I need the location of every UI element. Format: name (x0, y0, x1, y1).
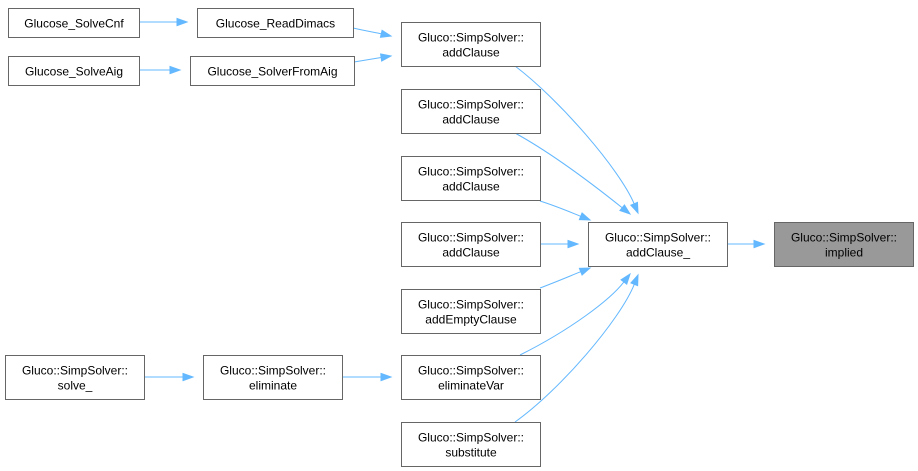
node-label-line: Gluco::SimpSolver:: (418, 431, 524, 445)
node-label-line: substitute (445, 446, 497, 460)
edge-add_clause_-to-implied (727, 239, 766, 249)
node-label-line: Glucose_SolverFromAig (207, 65, 337, 79)
edge-arrowhead (630, 273, 639, 287)
edge-add_empty_clause-to-add_clause_ (539, 267, 592, 289)
edge-arrowhead (567, 239, 580, 249)
edge-line (514, 284, 635, 423)
edge-line (514, 132, 623, 209)
node-box (8, 8, 140, 38)
node-label-line: addClause_ (626, 246, 690, 260)
edge-add_clause_4-to-add_clause_ (540, 239, 580, 249)
node-label-line: Gluco::SimpSolver:: (22, 364, 128, 378)
edge-line (353, 57, 382, 63)
node-box (401, 156, 541, 201)
edge-arrowhead (578, 212, 592, 221)
node-add-clause-3[interactable]: Gluco::SimpSolver::addClause (401, 156, 541, 201)
node-box (401, 355, 541, 400)
node-label-line: implied (825, 246, 863, 260)
node-label-line: Gluco::SimpSolver:: (418, 98, 524, 112)
node-box (5, 355, 145, 400)
edge-arrowhead (182, 372, 195, 382)
edge-arrowhead (169, 65, 182, 75)
edge-arrowhead (379, 53, 393, 62)
node-layer: Glucose_SolveCnf Glucose_ReadDimacsGlucos… (5, 8, 914, 467)
node-substitute[interactable]: Gluco::SimpSolver::substitute (401, 422, 541, 467)
node-label-line: addClause (442, 113, 500, 127)
edge-line (352, 27, 382, 35)
node-add-clause-2[interactable]: Gluco::SimpSolver::addClause (401, 89, 541, 134)
node-box (197, 8, 354, 38)
node-label-line: addClause (442, 46, 500, 60)
node-box (401, 289, 541, 334)
edge-read_dimacs-to-add_clause_1 (352, 27, 393, 38)
edge-add_clause_1-to-add_clause_ (514, 65, 639, 215)
node-solver-from-aig[interactable]: Glucose_SolverFromAig (190, 56, 355, 86)
edge-arrowhead (380, 372, 393, 382)
node-label-line: Gluco::SimpSolver:: (418, 364, 524, 378)
node-label-line: Gluco::SimpSolver:: (791, 231, 897, 245)
node-box (774, 222, 914, 267)
edge-arrowhead (379, 29, 393, 38)
edge-arrowhead (578, 267, 592, 276)
edge-line (519, 281, 625, 356)
edge-line (539, 200, 581, 217)
node-add-clause-[interactable]: Gluco::SimpSolver::addClause_ (588, 222, 728, 267)
node-box (8, 56, 140, 86)
edge-add_clause_3-to-add_clause_ (539, 200, 592, 221)
node-label-line: eliminate (249, 379, 297, 393)
node-label-line: Glucose_SolveAig (25, 65, 123, 79)
node-box (588, 222, 728, 267)
node-label-line: Gluco::SimpSolver:: (220, 364, 326, 378)
edge-solve_cnf-to-read_dimacs (138, 17, 189, 27)
edge-solver_from_aig-to-add_clause_1 (353, 53, 393, 63)
edge-line (514, 65, 635, 204)
node-label-line: addClause (442, 180, 500, 194)
node-solve-aig[interactable]: Glucose_SolveAig (8, 56, 140, 86)
edge-eliminate_var-to-add_clause_ (519, 272, 631, 356)
node-box (401, 22, 541, 67)
node-add-clause-4[interactable]: Gluco::SimpSolver::addClause (401, 222, 541, 267)
node-label-line: Glucose_SolveCnf (24, 17, 124, 31)
node-solve-cnf[interactable]: Glucose_SolveCnf (8, 8, 140, 38)
node-box (401, 222, 541, 267)
edge-arrowhead (620, 272, 631, 285)
node-label-line: Gluco::SimpSolver:: (418, 31, 524, 45)
node-box (401, 422, 541, 467)
node-label-line: Gluco::SimpSolver:: (605, 231, 711, 245)
edge-arrowhead (629, 201, 639, 215)
node-implied[interactable]: Gluco::SimpSolver::implied (774, 222, 914, 267)
node-box (190, 56, 355, 86)
node-label-line: addClause (442, 246, 500, 260)
edge-arrowhead (176, 17, 189, 27)
edge-add_clause_2-to-add_clause_ (514, 132, 632, 215)
node-box (203, 355, 343, 400)
node-eliminate[interactable]: Gluco::SimpSolver::eliminate (203, 355, 343, 400)
node-solve-[interactable]: Gluco::SimpSolver::solve_ (5, 355, 145, 400)
edge-solve_aig-to-solver_from_aig (139, 65, 182, 75)
node-eliminate-var[interactable]: Gluco::SimpSolver::eliminateVar (401, 355, 541, 400)
node-label-line: Gluco::SimpSolver:: (418, 231, 524, 245)
node-label-line: Gluco::SimpSolver:: (418, 165, 524, 179)
node-label-line: Glucose_ReadDimacs (216, 17, 335, 31)
node-label-line: solve_ (58, 379, 93, 393)
edge-layer (138, 17, 766, 423)
edge-line (539, 271, 581, 289)
node-add-clause-1[interactable]: Gluco::SimpSolver::addClause (401, 22, 541, 67)
node-read-dimacs[interactable]: Glucose_ReadDimacs (197, 8, 354, 38)
edge-arrowhead (753, 239, 766, 249)
node-label-line: eliminateVar (438, 379, 504, 393)
edge-arrowhead (619, 204, 632, 215)
node-box (401, 89, 541, 134)
edge-eliminate-to-eliminate_var (342, 372, 393, 382)
node-label-line: addEmptyClause (425, 313, 517, 327)
node-add-empty-clause[interactable]: Gluco::SimpSolver::addEmptyClause (401, 289, 541, 334)
edge-solve_-to-eliminate (144, 372, 195, 382)
node-label-line: Gluco::SimpSolver:: (418, 298, 524, 312)
edge-substitute-to-add_clause_ (514, 273, 639, 423)
